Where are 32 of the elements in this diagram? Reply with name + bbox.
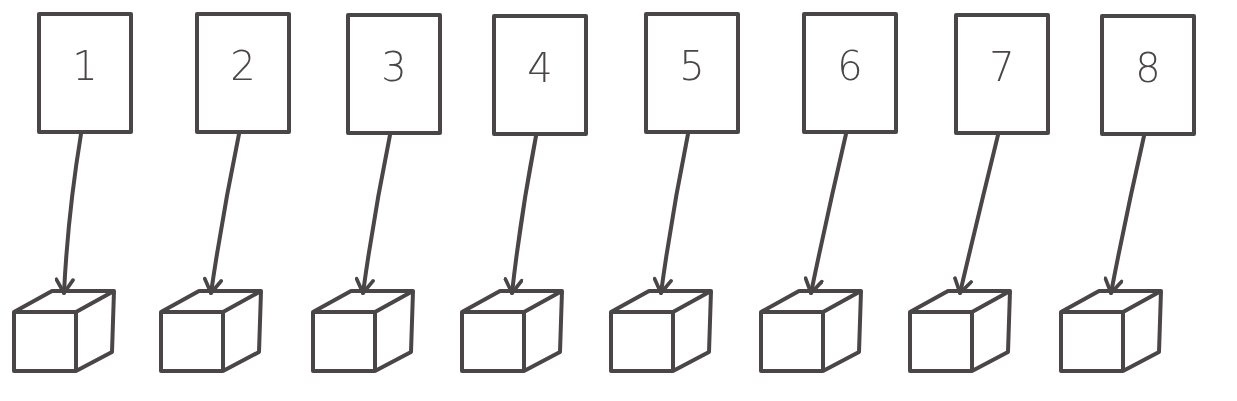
cube-shape bbox=[1058, 288, 1164, 374]
numbered-card bbox=[1100, 14, 1196, 136]
arrow bbox=[652, 132, 690, 295]
numbered-card bbox=[954, 13, 1050, 135]
numbered-card bbox=[195, 12, 291, 134]
numbered-card bbox=[492, 14, 588, 136]
cube-shape bbox=[907, 288, 1013, 374]
arrow bbox=[953, 133, 1000, 295]
card-number: 2 bbox=[230, 43, 256, 89]
card-number: 8 bbox=[1135, 45, 1161, 91]
arrow bbox=[202, 132, 241, 295]
cube-shape bbox=[11, 288, 117, 374]
card-number: 3 bbox=[381, 44, 407, 90]
arrow bbox=[1103, 134, 1146, 295]
card-number: 6 bbox=[837, 43, 863, 89]
numbered-card bbox=[346, 13, 442, 135]
card-number: 1 bbox=[72, 43, 98, 89]
card-number: 5 bbox=[679, 43, 705, 89]
cube-shape bbox=[310, 288, 416, 374]
card-number: 4 bbox=[527, 45, 553, 91]
numbered-card bbox=[37, 12, 133, 134]
numbered-card bbox=[802, 12, 898, 134]
cube-shape bbox=[758, 288, 864, 374]
cube-shape bbox=[608, 288, 714, 374]
arrow bbox=[54, 132, 83, 295]
card-number: 7 bbox=[989, 44, 1015, 90]
cube-shape bbox=[459, 288, 565, 374]
cube-shape bbox=[158, 288, 264, 374]
arrow bbox=[503, 134, 538, 295]
arrow bbox=[803, 132, 848, 295]
numbered-card bbox=[644, 12, 740, 134]
arrow bbox=[354, 133, 392, 295]
